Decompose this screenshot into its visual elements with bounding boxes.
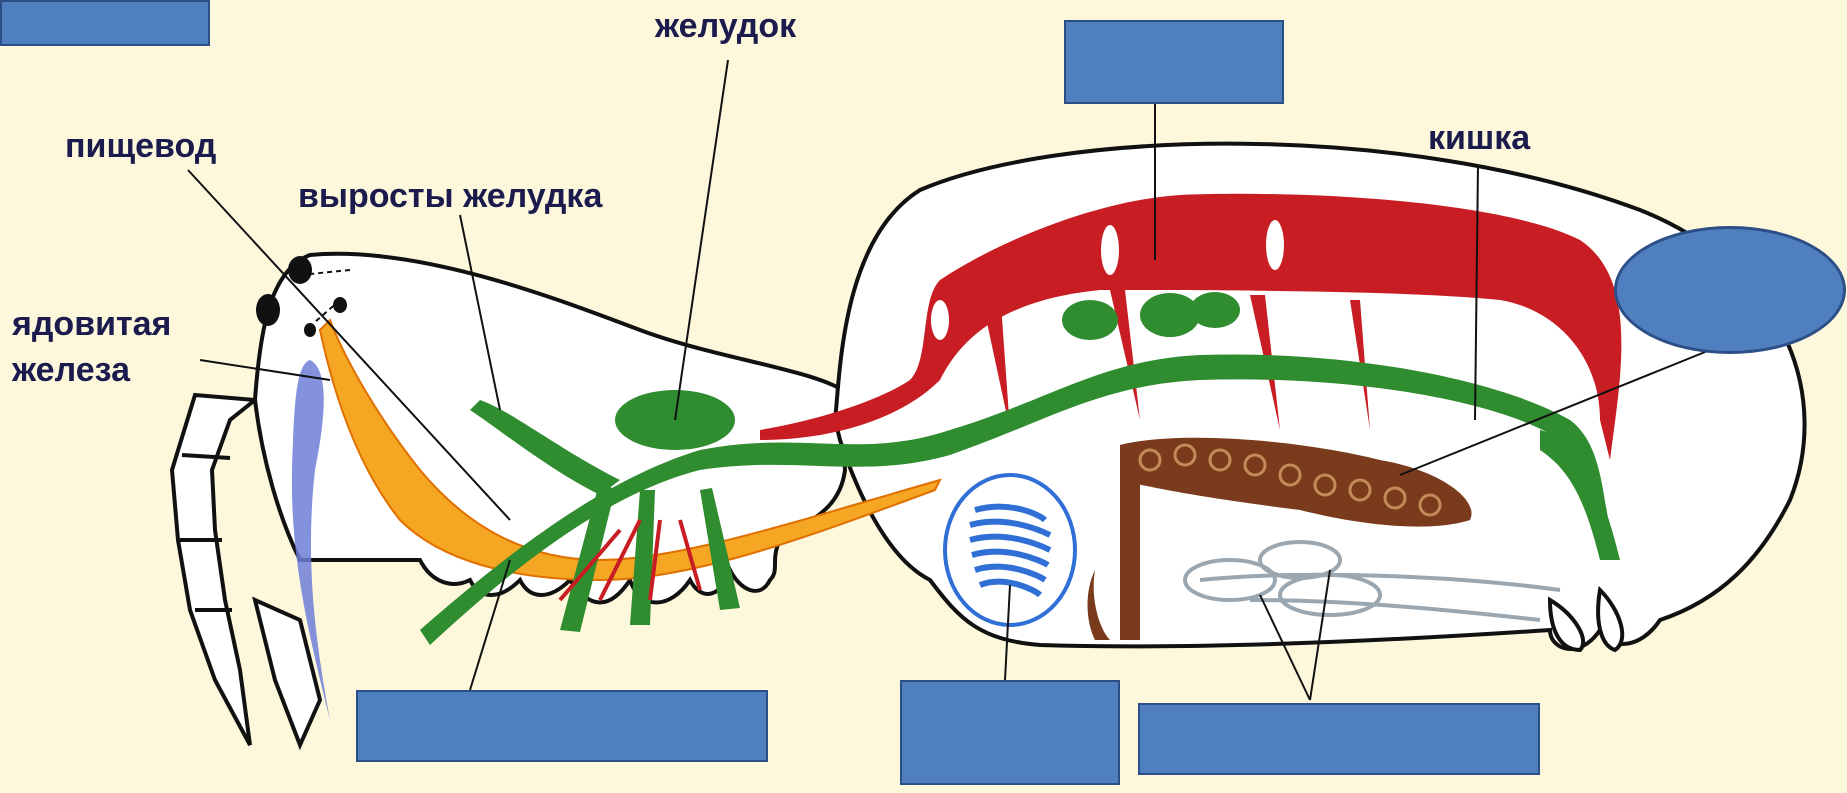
answer-box-top-left[interactable] bbox=[0, 0, 210, 46]
label-venom-gland-line1: ядовитая bbox=[12, 304, 171, 344]
answer-oval-liver[interactable] bbox=[1614, 226, 1846, 354]
label-esophagus: пищевод bbox=[65, 126, 216, 166]
label-intestine: кишка bbox=[1428, 118, 1530, 158]
label-venom-gland-line2: железа bbox=[12, 350, 130, 390]
label-stomach-outgrowths: выросты желудка bbox=[298, 176, 602, 216]
answer-box-lung[interactable] bbox=[900, 680, 1120, 785]
answer-box-heart[interactable] bbox=[1064, 20, 1284, 104]
answer-box-glands[interactable] bbox=[1138, 703, 1540, 775]
answer-box-nerve[interactable] bbox=[356, 690, 768, 762]
label-stomach: желудок bbox=[655, 6, 796, 46]
